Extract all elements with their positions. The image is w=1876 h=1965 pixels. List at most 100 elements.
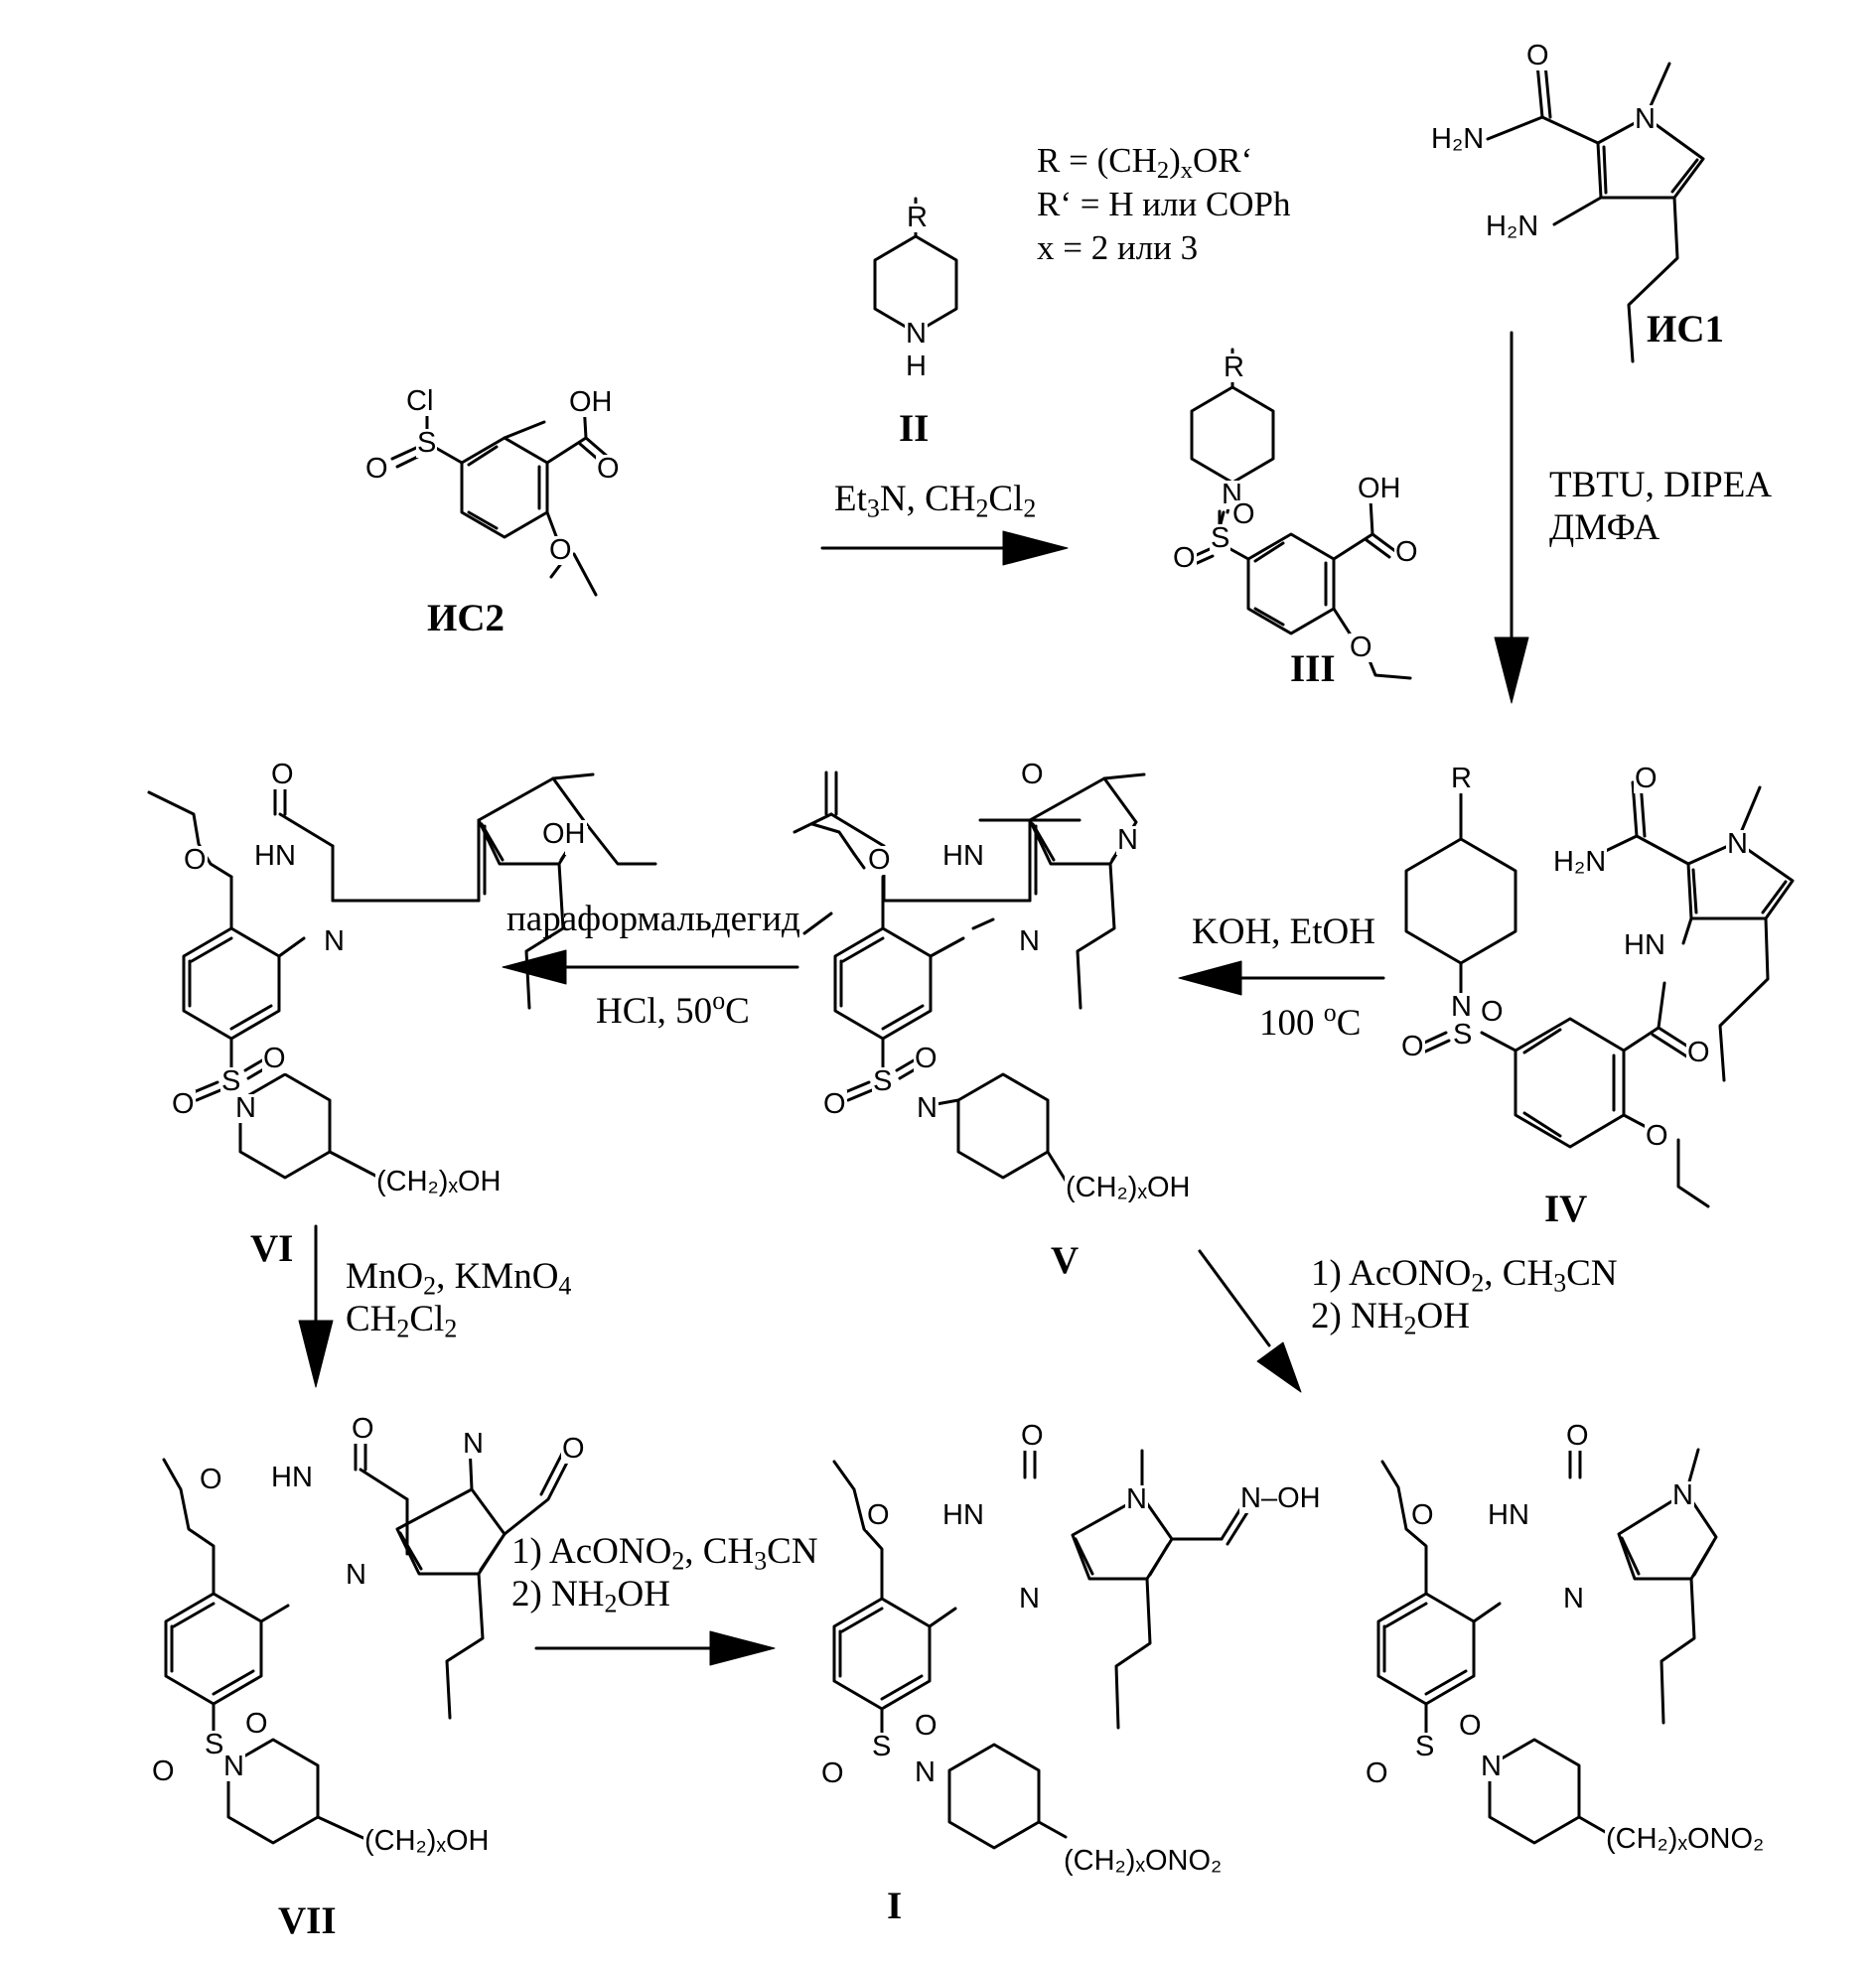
atom-O: O (1645, 1122, 1669, 1151)
atom-R: R (906, 204, 929, 232)
atom-NOH: N–OH (1239, 1484, 1322, 1513)
reagent-step5: MnO2, KMnO4 CH2Cl2 (346, 1256, 571, 1340)
r-definition-line3: x = 2 или 3 (1037, 226, 1291, 270)
compound-label-i: I (887, 1887, 902, 1925)
reagent-step2: TBTU, DIPEA ДМФА (1549, 465, 1772, 549)
reagent-step2-line2: ДМФА (1549, 507, 1772, 550)
atom-N: N (462, 1430, 485, 1459)
arrow-step3-head (1179, 961, 1241, 995)
reagent-step6: 1) AcONO2, CH3CN 2) NH2OH (1311, 1253, 1618, 1337)
structure-III (1190, 350, 1410, 678)
atom-S: S (416, 429, 437, 458)
atom-R: R (1223, 353, 1245, 382)
atom-N: N (916, 1094, 938, 1123)
reagent-step1: Et3N, CH2Cl2 (834, 479, 1036, 521)
atom-OH: OH (568, 388, 614, 417)
reagent-step5-line2: CH2Cl2 (346, 1299, 571, 1341)
atom-O: O (1565, 1422, 1590, 1451)
reagent-step4-line1: параформальдегид (506, 899, 800, 941)
reagent-step3-line2: 100 oC (1259, 1003, 1361, 1046)
atom-N: N (1116, 826, 1139, 855)
atom-O: O (561, 1435, 586, 1464)
atom-N: N (905, 320, 928, 349)
arrow-step7-head (710, 1631, 775, 1665)
reagent-step7-line2: 2) NH2OH (511, 1574, 818, 1616)
atom-O: O (1349, 633, 1373, 662)
atom-N: N (1671, 1481, 1694, 1510)
atom-Cl: Cl (405, 387, 434, 416)
arrow-step2-head (1495, 637, 1528, 703)
reagent-step7: 1) AcONO2, CH3CN 2) NH2OH (511, 1531, 818, 1615)
atom-N: N (1634, 105, 1657, 134)
atom-O: O (1020, 1422, 1045, 1451)
atom-O: O (1634, 765, 1659, 793)
atom-HN: HN (253, 842, 297, 871)
atom-O: O (270, 761, 295, 789)
atom-HN: HN (1487, 1501, 1530, 1530)
arrow-step4-head (503, 950, 566, 984)
atom-S: S (872, 1067, 893, 1096)
atom-O: O (1686, 1039, 1711, 1067)
atom-O: O (1365, 1759, 1389, 1788)
atom-O: O (1400, 1033, 1425, 1061)
atom-O: O (596, 455, 621, 484)
atom-HN: HN (270, 1464, 314, 1492)
arrow-step6 (1200, 1251, 1269, 1345)
atom-ch2x-oh: (CH₂)ₓOH (1065, 1174, 1191, 1202)
reagent-step6-line2: 2) NH2OH (1311, 1296, 1618, 1338)
atom-H2N: H₂N (1485, 212, 1539, 241)
atom-OH: OH (1357, 475, 1402, 503)
reagent-step7-line1: 1) AcONO2, CH3CN (511, 1531, 818, 1574)
atom-S: S (1210, 524, 1230, 553)
atom-ch2x-oh: (CH₂)ₓOH (375, 1168, 502, 1196)
atom-O: O (244, 1710, 269, 1739)
atom-N: N (345, 1561, 367, 1590)
atom-R: R (1450, 765, 1473, 793)
atom-N: N (1562, 1585, 1585, 1614)
atom-O: O (199, 1466, 223, 1494)
arrow-step1-head (1003, 531, 1068, 565)
atom-HN: HN (941, 1501, 985, 1530)
atom-O: O (1172, 544, 1197, 573)
atom-O: O (820, 1759, 845, 1788)
atom-N: N (1018, 927, 1041, 956)
atom-ch2x-ono2: (CH₂)ₓONO₂ (1605, 1825, 1765, 1854)
reagent-step6-line1: 1) AcONO2, CH3CN (1311, 1253, 1618, 1296)
atom-OH: OH (541, 820, 587, 849)
atom-O: O (364, 455, 389, 484)
atom-ch2x-ono2: (CH₂)ₓONO₂ (1063, 1847, 1223, 1876)
atom-O: O (867, 846, 892, 875)
atom-O: O (1410, 1501, 1435, 1530)
atom-H2N: H₂N (1430, 125, 1485, 154)
atom-O: O (1525, 42, 1550, 70)
atom-O: O (866, 1501, 891, 1530)
atom-O: O (351, 1415, 375, 1444)
atom-N: N (1450, 993, 1473, 1022)
atom-O: O (183, 846, 208, 875)
atom-N: N (1125, 1485, 1148, 1514)
atom-N: N (1018, 1585, 1041, 1614)
atom-N: N (234, 1094, 257, 1123)
compound-label-is2: ИС2 (427, 599, 505, 637)
atom-O: O (171, 1090, 196, 1119)
atom-H2N: H₂N (1552, 848, 1607, 877)
compound-label-iii: III (1290, 649, 1336, 688)
compound-label-vii: VII (278, 1901, 337, 1940)
r-definition: R = (CH2)xOR‘ R‘ = H или COPh x = 2 или … (1037, 139, 1291, 269)
atom-N: N (914, 1758, 937, 1787)
atom-O: O (548, 536, 573, 565)
atom-O: O (1231, 500, 1256, 529)
atom-S: S (871, 1733, 892, 1761)
atom-N: N (323, 927, 346, 956)
reagent-step3-line1: KOH, EtOH (1192, 912, 1375, 954)
atom-N: N (1726, 830, 1749, 859)
atom-O: O (262, 1045, 287, 1073)
r-definition-line1: R = (CH2)xOR‘ (1037, 139, 1291, 183)
reaction-arrows (299, 333, 1528, 1665)
atom-O: O (914, 1045, 938, 1073)
atom-ch2x-oh: (CH₂)ₓOH (363, 1827, 490, 1856)
atom-N: N (222, 1753, 245, 1781)
atom-O: O (1458, 1712, 1483, 1741)
atom-O: O (914, 1712, 938, 1741)
